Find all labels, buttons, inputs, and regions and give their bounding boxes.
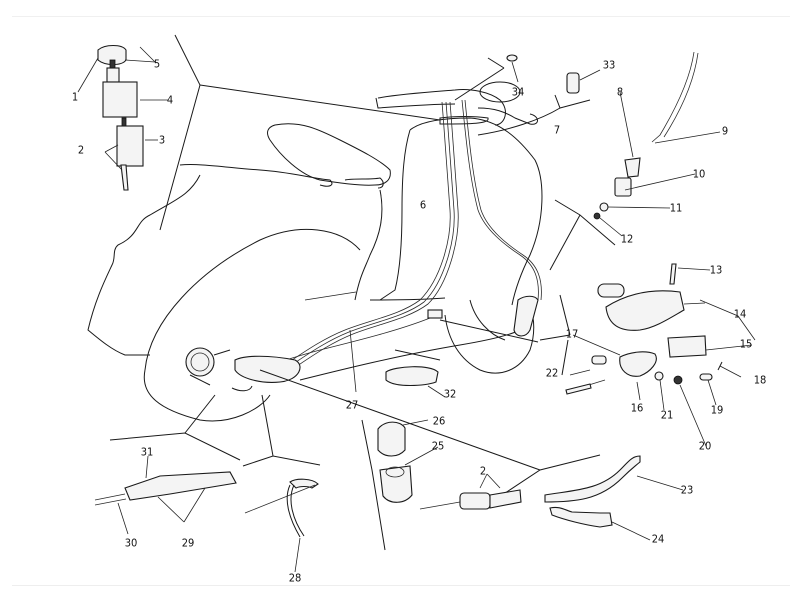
callout-10: 10 [692,167,706,181]
callout-20: 20 [698,439,712,453]
callout-21: 21 [660,408,674,422]
callout-22: 22 [545,366,559,380]
page-border [12,16,790,586]
callout-6: 6 [419,198,427,212]
callout-4: 4 [166,93,174,107]
brake-pedal-parts [565,263,756,447]
callout-28: 28 [288,571,302,585]
bottom-left-parts [94,291,446,573]
callout-27: 27 [345,398,359,412]
callout-29: 29 [181,536,195,550]
throttle-parts [506,51,721,237]
callout-30: 30 [124,536,138,550]
callout-11: 11 [669,201,683,215]
callout-7: 7 [553,123,561,137]
callout-17: 17 [565,327,579,341]
callout-1: 1 [71,90,79,104]
callout-19: 19 [710,403,724,417]
callout-32: 32 [443,387,457,401]
callout-2: 2 [77,143,85,157]
callout-31: 31 [140,445,154,459]
callout-3: 3 [158,133,166,147]
callout-13: 13 [709,263,723,277]
bottom-parts [377,419,684,541]
callout-34: 34 [511,85,525,99]
callout-18: 18 [753,373,767,387]
callout-15: 15 [739,337,753,351]
callout-25: 25 [431,439,445,453]
callout-2-bottom: 2 [479,464,487,478]
callout-26: 26 [432,414,446,428]
callout-24: 24 [651,532,665,546]
cables [254,99,542,373]
callout-16: 16 [630,401,644,415]
callout-33: 33 [602,58,616,72]
rear-brake-assembly [185,347,301,392]
callout-5: 5 [153,57,161,71]
callout-9: 9 [721,124,729,138]
callout-14: 14 [733,307,747,321]
callout-8: 8 [616,85,624,99]
scooter-body [87,81,543,422]
group-divider-lines [109,34,616,551]
callout-12: 12 [620,232,634,246]
callout-23: 23 [680,483,694,497]
cable-adjuster-parts [77,44,168,191]
